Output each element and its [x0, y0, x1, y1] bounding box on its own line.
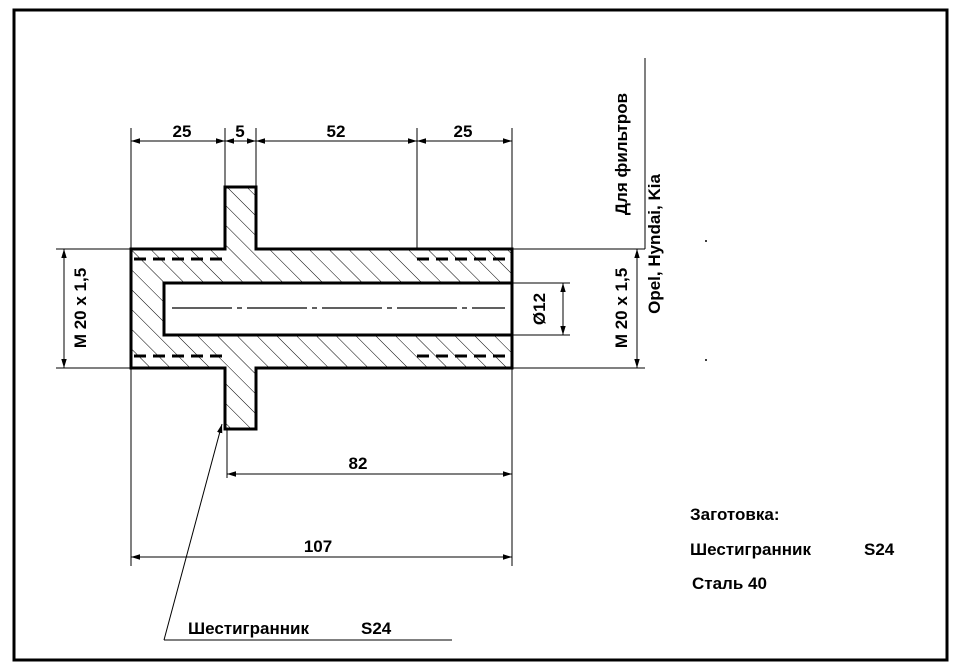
hex-leader: [163, 423, 452, 641]
bore: [162, 281, 514, 337]
dot-mark: [705, 359, 707, 361]
blank-heading: Заготовка:: [690, 505, 779, 524]
dim-hex-to-end: 82: [349, 454, 368, 473]
dim-middle-length: 52: [327, 122, 346, 141]
blank-material: Сталь 40: [692, 574, 767, 593]
dim-thread-length: 25: [454, 122, 473, 141]
dim-thread-right: M 20 x 1,5: [612, 268, 631, 348]
dot-mark: [705, 240, 707, 242]
dim-bore-diameter: Ø12: [530, 293, 549, 325]
extension-lines: [56, 58, 646, 566]
hex-callout-size: S24: [361, 619, 392, 638]
hex-callout: Шестигранник S24: [188, 619, 392, 638]
application-line1: Для фильтров: [612, 93, 631, 215]
dimension-lines: [61, 138, 640, 560]
dim-flange-offset: 25: [173, 122, 192, 141]
blank-stock-size: S24: [864, 540, 895, 559]
dim-total-length: 107: [304, 537, 332, 556]
application-line2: Opel, Hyndai, Kia: [645, 174, 664, 314]
dim-flange-width: 5: [235, 122, 244, 141]
hex-callout-word: Шестигранник: [188, 619, 309, 638]
thread-lines: [134, 257, 510, 358]
blank-stock: Шестигранник S24: [690, 540, 895, 559]
blank-stock-word: Шестигранник: [690, 540, 811, 559]
drawing-frame: [12, 8, 949, 662]
dim-thread-left: M 20 x 1,5: [71, 268, 90, 348]
